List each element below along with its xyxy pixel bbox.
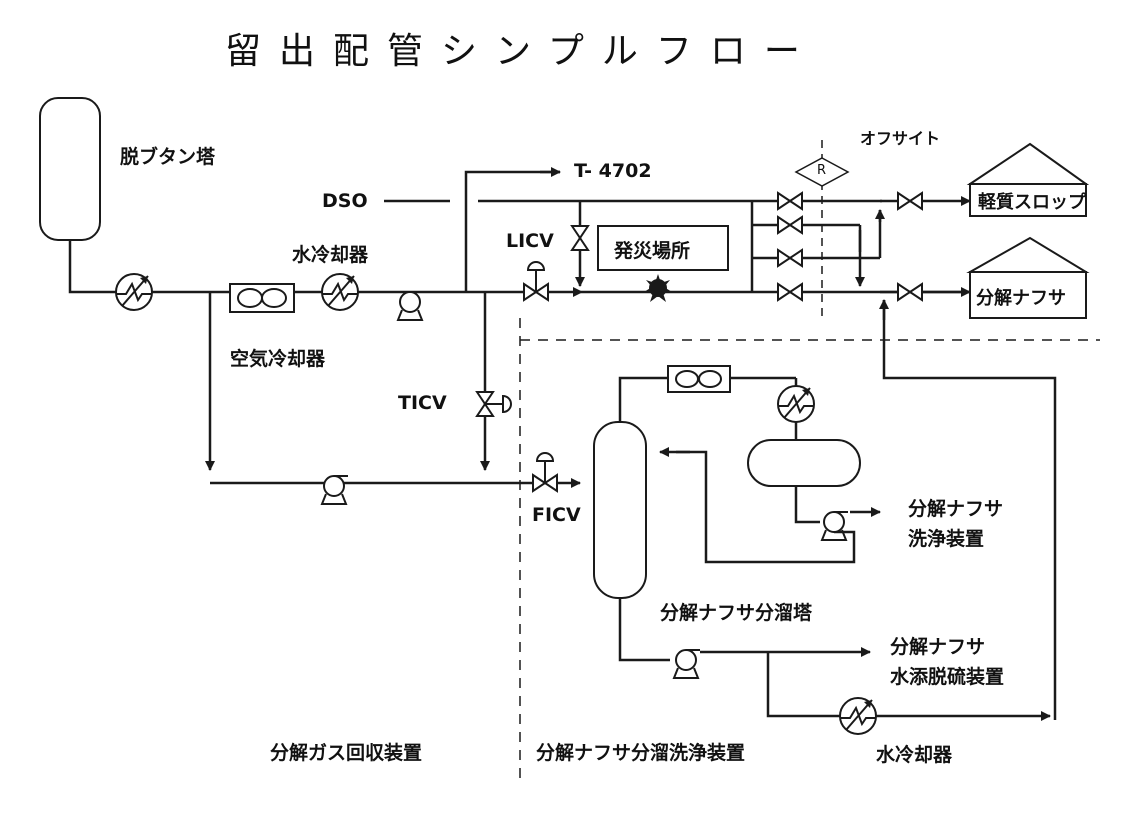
air-cooler [229,283,295,313]
water-cooler-top [321,273,359,311]
overhead-condenser [777,385,815,423]
naphtha-valve [897,283,923,301]
label-debutanizer: 脱ブタン塔 [120,146,216,168]
label-light-slop: 軽質スロップ [978,192,1086,213]
offsite-valve-1 [777,192,803,210]
heat-exchanger-1 [115,273,153,311]
light-slop-tank [966,142,1090,217]
fire-location-box [597,225,729,271]
relief-marker [794,157,850,187]
reflux-drum [747,439,861,487]
label-ficv: FICV [532,504,581,526]
label-washing-unit-line1: 分解ナフサ [908,498,1004,520]
bottoms-pump [673,649,701,679]
label-hds-line1: 分解ナフサ [890,636,986,658]
offsite-valve-4 [777,283,803,301]
label-offsite: オフサイト [860,129,941,148]
slop-valve [897,192,923,210]
label-gas-recovery-unit: 分解ガス回収装置 [270,742,423,764]
label-washing-unit-line2: 洗浄装置 [908,528,985,550]
riser-valve [571,225,589,251]
label-ticv: TICV [398,392,447,414]
pump-top [397,291,425,321]
page-title: 留出配管シンプルフロー [225,31,818,72]
fractionator-column [593,421,647,599]
label-t4702: T- 4702 [574,160,652,182]
debutanizer-column [39,97,101,241]
offsite-valve-3 [777,249,803,267]
fire-burst-icon [644,274,672,302]
licv-valve [523,261,549,301]
pump-lower-line [321,475,349,505]
label-dso: DSO [322,190,368,212]
offsite-valve-2 [777,216,803,234]
water-cooler-bottom [839,697,877,735]
ficv-valve [532,452,558,492]
label-water-cooler-bottom: 水冷却器 [876,744,953,766]
label-licv: LICV [506,230,554,252]
label-fire-location: 発災場所 [614,240,691,262]
label-fractionator: 分解ナフサ分溜塔 [660,602,813,624]
reflux-pump [821,511,849,541]
label-frac-wash-unit: 分解ナフサ分溜洗浄装置 [536,742,746,764]
label-water-cooler-top: 水冷却器 [292,244,369,266]
label-cracked-naphtha: 分解ナフサ [976,288,1066,309]
label-hds-line2: 水添脱硫装置 [890,666,1005,688]
ticv-valve [476,391,512,417]
label-air-cooler: 空気冷却器 [230,348,326,370]
fractionator-overhead-lines [618,376,1051,721]
relief-marker-label: R [817,163,827,178]
cracked-naphtha-tank [966,236,1090,319]
overhead-air-cooler [667,365,731,393]
